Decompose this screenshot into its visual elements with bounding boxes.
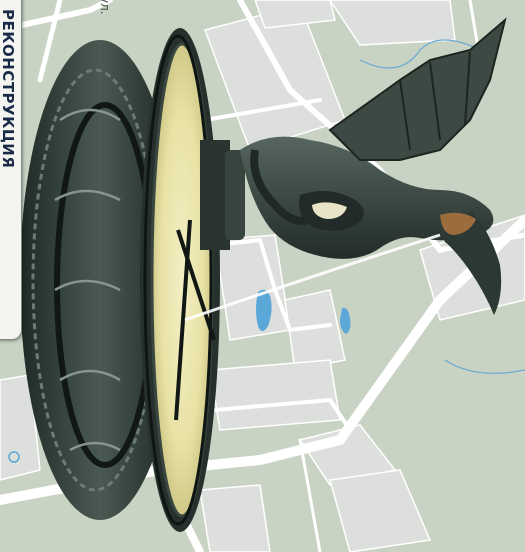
- dragon-sculpture-illustration: [240, 17, 507, 315]
- side-info-panel[interactable]: РЕКОНСТРУКЦИЯ: [0, 0, 22, 340]
- side-panel-text: РЕКОНСТРУКЦИЯ: [0, 9, 17, 169]
- map-pin-icon[interactable]: [8, 451, 20, 463]
- spray-stream: [184, 233, 441, 322]
- water-bodies: [8, 289, 351, 463]
- decorative-plate-illustration: [20, 28, 245, 532]
- street-label: ул.: [98, 0, 112, 15]
